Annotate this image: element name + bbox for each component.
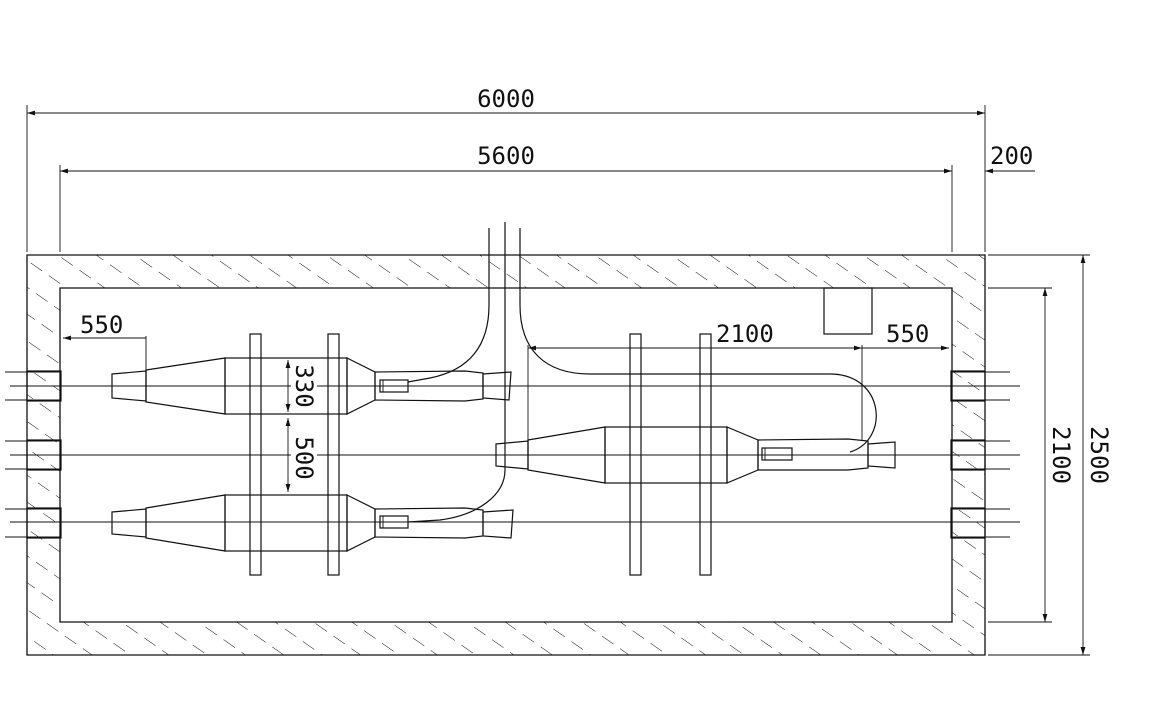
dim-label-wall-thickness: 200: [990, 142, 1033, 170]
dim-outer-width: 2500: [988, 254, 1113, 656]
dim-right-offset: 550: [862, 320, 949, 351]
cable-ducts: [5, 370, 1010, 539]
dim-joint-span: 2100: [527, 320, 863, 442]
cable-joint-lower: [111, 494, 514, 552]
sump-pit: [823, 287, 873, 335]
dim-wall-thickness: 200: [985, 142, 1035, 174]
dim-label-spacing-lower: 500: [290, 436, 318, 479]
dim-label-joint-span: 2100: [716, 320, 774, 348]
dim-label-inner-width: 2100: [1047, 426, 1075, 484]
dim-label-outer-width: 2500: [1085, 426, 1113, 484]
support-brackets: [249, 333, 712, 576]
dim-label-spacing-upper: 330: [290, 364, 318, 407]
dim-inner-width: 2100: [988, 287, 1075, 623]
dim-left-offset: 550: [63, 311, 147, 372]
cable-axes: [10, 385, 1020, 523]
dim-label-left-offset: 550: [80, 311, 123, 339]
cable-routes: [407, 222, 877, 523]
cable-joint-upper: [111, 357, 512, 415]
dim-label-right-offset: 550: [886, 320, 929, 348]
dim-label-outer-length: 6000: [477, 85, 535, 113]
dim-label-inner-length: 5600: [477, 142, 535, 170]
dim-cable-spacing: 330 500: [285, 360, 318, 492]
cable-joint-middle: [495, 426, 896, 484]
dim-outer-length: 6000: [26, 85, 986, 252]
dim-inner-length: 5600: [59, 142, 953, 252]
